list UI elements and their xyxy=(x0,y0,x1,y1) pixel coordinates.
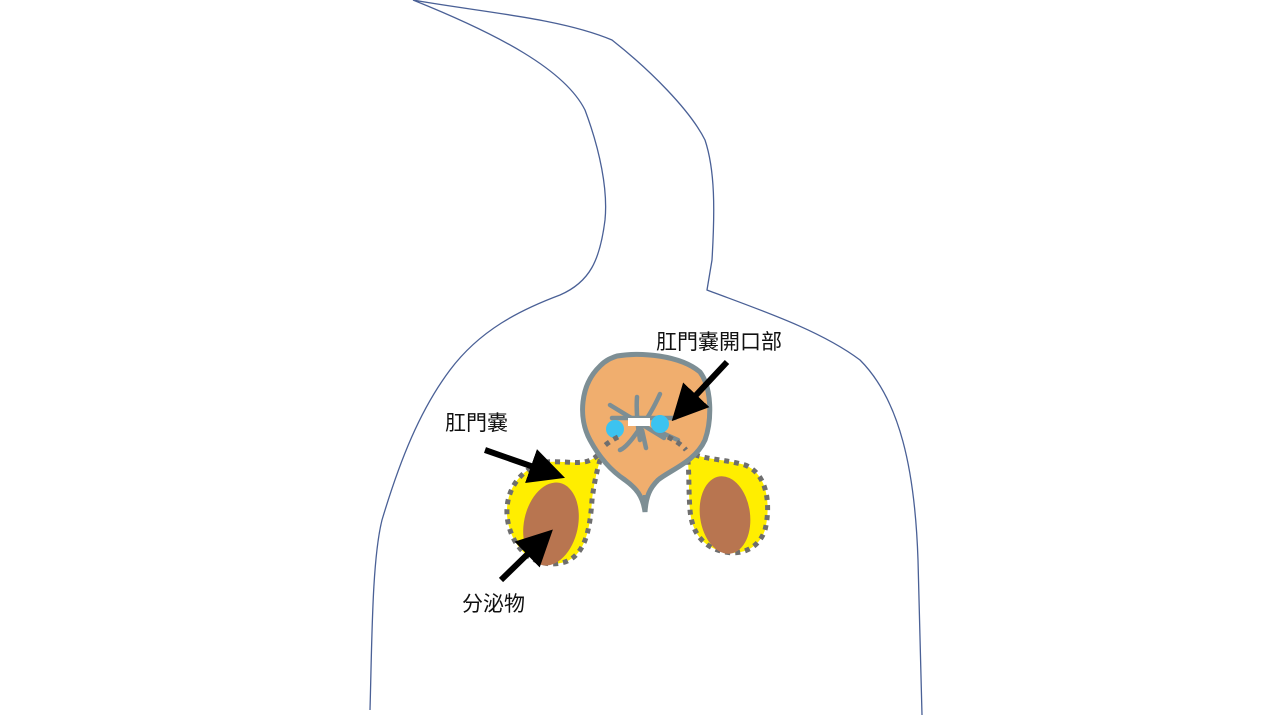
label-secretion: 分泌物 xyxy=(462,592,525,616)
label-anal-sac: 肛門嚢 xyxy=(445,411,508,435)
arrow-opening xyxy=(671,359,730,422)
anal-sac-opening-right xyxy=(651,415,669,433)
label-anal-sac-opening: 肛門嚢開口部 xyxy=(656,330,782,354)
secretion-right xyxy=(699,476,751,554)
anal-sac-opening-left xyxy=(606,420,624,438)
arrow-anal-sac xyxy=(484,447,565,484)
arrow-secretion xyxy=(498,529,553,583)
body-outline xyxy=(369,0,923,716)
